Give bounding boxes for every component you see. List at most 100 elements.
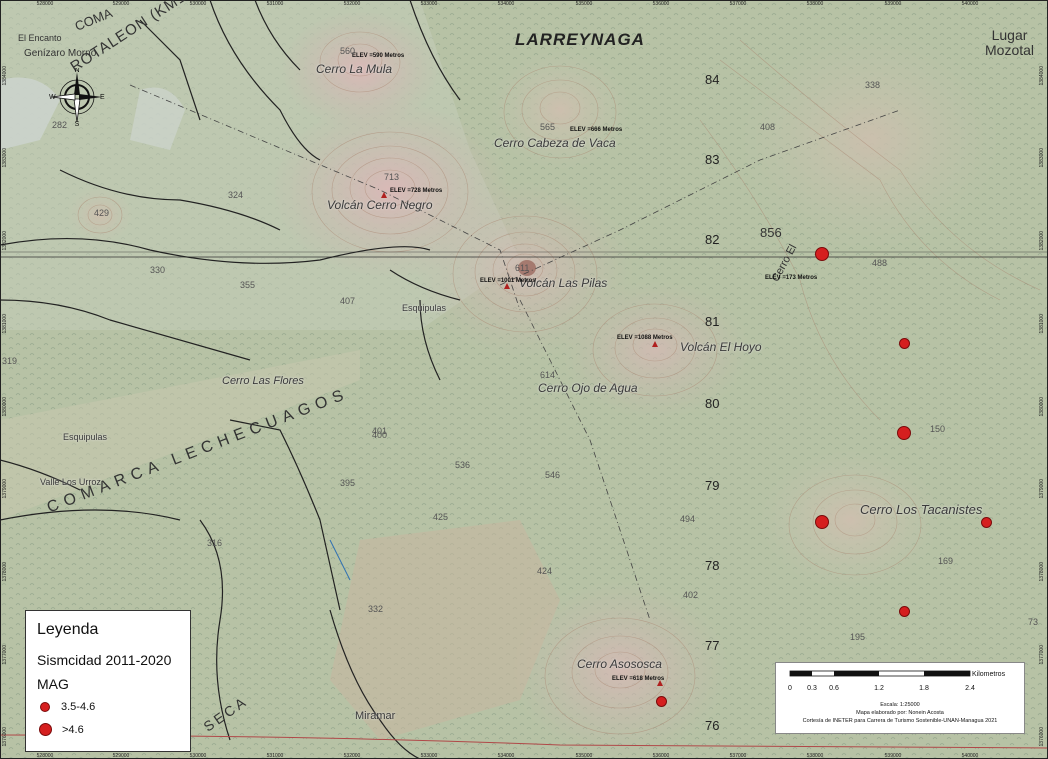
coordinate-tick: 532000 (343, 753, 361, 759)
spot-height: 355 (240, 280, 256, 290)
coordinate-tick: 536000 (652, 1, 670, 7)
coordinate-tick: 540000 (961, 1, 979, 7)
map-credit: Cortesía de INETER para Carrera de Turis… (802, 718, 998, 724)
coordinate-tick: 1377000 (2, 645, 8, 665)
coordinate-tick: 538000 (806, 753, 824, 759)
spot-height: 330 (150, 265, 166, 275)
coordinate-tick: 537000 (729, 1, 747, 7)
grid-number: 83 (705, 152, 720, 167)
elevation-label: ELEV =618 Metros (612, 676, 665, 682)
compass-n: N (74, 68, 79, 74)
grid-number: 76 (705, 718, 720, 733)
coordinate-tick: 530000 (189, 1, 207, 7)
scale-bar (789, 670, 971, 677)
compass-e: E (100, 94, 105, 101)
scale-tick: 0.6 (829, 685, 839, 692)
region-title: LARREYNAGA (515, 30, 645, 49)
earthquake-marker[interactable] (897, 426, 911, 440)
spot-height: 429 (94, 208, 110, 218)
small-quake-symbol-icon (40, 702, 50, 712)
coordinate-tick: 1384000 (2, 66, 8, 86)
coordinate-tick: 540000 (961, 753, 979, 759)
place-label: Esquipulas (63, 432, 108, 442)
spot-height: 195 (850, 632, 866, 642)
compass-s: S (75, 121, 80, 126)
elevation-label: ELEV =1088 Metros (617, 335, 673, 341)
spot-height: 408 (760, 122, 776, 132)
earthquake-marker[interactable] (815, 247, 829, 261)
place-label: Cerro Las Flores (222, 375, 304, 387)
coordinate-tick: 528000 (36, 753, 54, 759)
spot-height: 713 (384, 172, 400, 182)
scale-tick: 0 (788, 685, 792, 692)
summit-triangle-icon (652, 341, 658, 347)
place-label: Volcán El Hoyo (680, 340, 762, 354)
coordinate-tick: 533000 (420, 1, 438, 7)
compass-rose-icon: N S W E (49, 68, 105, 126)
coordinate-tick: 536000 (652, 753, 670, 759)
summit-triangle-icon (504, 283, 510, 289)
spot-height: 560 (340, 46, 356, 56)
coordinate-tick: 534000 (497, 1, 515, 7)
coordinate-tick: 1380000 (1039, 397, 1045, 417)
coordinate-tick: 1380000 (2, 397, 8, 417)
spot-height: 536 (455, 460, 471, 470)
spot-height: 169 (938, 556, 954, 566)
legend-title: Leyenda (37, 621, 99, 638)
coordinate-tick: 1381000 (2, 314, 8, 334)
scale-unit: Kilometros (972, 671, 1006, 678)
place-label: Valle Los Urroz (40, 477, 101, 487)
spot-height: 614 (540, 370, 556, 380)
coordinate-tick: 531000 (266, 753, 284, 759)
grid-number: 77 (705, 638, 720, 653)
scale-tick: 1.8 (919, 685, 929, 692)
place-label: Miramar (355, 710, 396, 722)
legend-subtitle: Sismcidad 2011-2020 (37, 652, 172, 668)
place-genizaro: Genízaro Morno (24, 48, 97, 59)
legend-item-label: 3.5-4.6 (61, 701, 96, 713)
earthquake-marker[interactable] (815, 515, 829, 529)
grid-number: 84 (705, 72, 720, 87)
earthquake-marker[interactable] (655, 695, 667, 707)
elevation-label: ELEV =1001 Metros (480, 278, 536, 284)
place-label: Cerro La Mula (316, 62, 393, 76)
spot-height: 424 (537, 566, 553, 576)
coordinate-tick: 1381000 (1039, 314, 1045, 334)
map-legend: Leyenda Sismcidad 2011-2020 MAG 3.5-4.6 … (25, 610, 191, 752)
coordinate-tick: 1382000 (2, 231, 8, 251)
elevation-label: ELEV =173 Metros (765, 275, 818, 281)
spot-height: 546 (545, 470, 561, 480)
coordinate-tick: 1378000 (2, 562, 8, 582)
grid-number: 82 (705, 232, 720, 247)
coordinate-tick: 532000 (343, 1, 361, 7)
place-label: Cerro Los Tacanistes (860, 502, 983, 517)
map-author: Mapa elaborado por: Nonein Acosta (856, 710, 944, 716)
legend-mag-label: MAG (37, 676, 69, 692)
spot-height: 611 (515, 263, 530, 273)
earthquake-marker[interactable] (898, 337, 910, 349)
coordinate-tick: 1383000 (2, 148, 8, 168)
coordinate-tick: 537000 (729, 753, 747, 759)
legend-item-small: 3.5-4.6 (40, 701, 95, 713)
region-mozotal: Lugar Mozotal (985, 27, 1035, 58)
coordinate-tick: 530000 (189, 753, 207, 759)
scale-tick: 1.2 (874, 685, 884, 692)
place-label: Volcán Las Pilas (519, 276, 608, 290)
earthquake-marker[interactable] (980, 516, 992, 528)
place-label: Cerro Cabeza de Vaca (494, 136, 616, 150)
spot-height: 332 (368, 604, 384, 614)
summit-triangle-icon (381, 192, 387, 198)
coordinate-tick: 1382000 (1039, 231, 1045, 251)
coordinate-tick: 1384000 (1039, 66, 1045, 86)
coordinate-tick: 1379000 (2, 479, 8, 499)
large-quake-symbol-icon (39, 723, 52, 736)
coordinate-tick: 539000 (884, 1, 902, 7)
place-label: Cerro Asososca (577, 657, 662, 671)
grid-number: 78 (705, 558, 720, 573)
earthquake-marker[interactable] (898, 605, 910, 617)
coordinate-tick: 538000 (806, 1, 824, 7)
compass-w: W (49, 94, 56, 101)
coordinate-tick: 533000 (420, 753, 438, 759)
spot-height: 565 (540, 122, 556, 132)
